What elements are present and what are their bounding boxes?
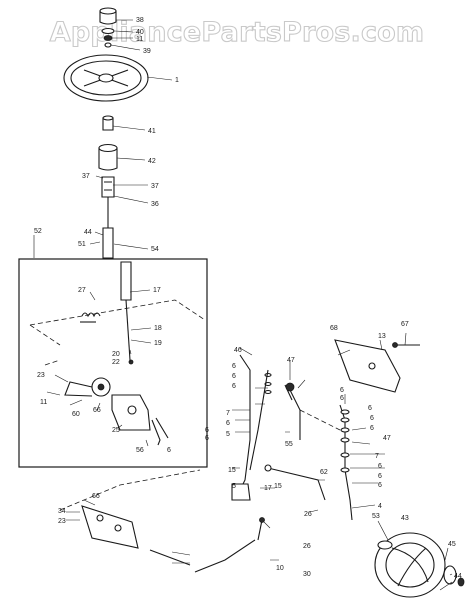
part-label: 6 <box>232 363 236 370</box>
part-label: 62 <box>320 469 328 476</box>
pitman-linkage <box>231 354 251 501</box>
part-label: 6 <box>232 383 236 390</box>
part-label: 51 <box>78 241 86 248</box>
steering-support-bracket <box>111 394 151 431</box>
part-label: 1 <box>175 77 179 84</box>
part-label: 11 <box>136 36 143 43</box>
part-label: 44 <box>84 229 92 236</box>
steering-spring <box>80 312 101 323</box>
part-label: 26 <box>303 543 311 550</box>
part-label: 6 <box>370 415 374 422</box>
part-label: 67 <box>401 321 409 328</box>
steering-gear <box>64 377 111 397</box>
part-label: 17 <box>153 287 161 294</box>
steering-nut <box>103 35 113 41</box>
part-label: 23 <box>37 372 45 379</box>
axle-bolt <box>257 517 265 541</box>
part-label: 45 <box>448 541 456 548</box>
part-label: 34 <box>58 508 66 515</box>
part-label: 25 <box>112 427 120 434</box>
part-label: 39 <box>143 48 151 55</box>
part-label: 15 <box>228 467 236 474</box>
steering-bracket-outline <box>29 299 206 326</box>
part-label: 55 <box>285 441 293 448</box>
part-label: 5 <box>232 483 236 490</box>
tie-rod <box>264 464 326 501</box>
part-label: 7 <box>226 410 230 417</box>
part-label: 53 <box>372 513 380 520</box>
part-label: 6 <box>378 473 382 480</box>
axle-support <box>334 339 401 393</box>
steering-bolt <box>104 42 112 48</box>
detail-box <box>18 258 208 468</box>
part-label: 6 <box>232 373 236 380</box>
part-label: 11 <box>40 399 47 406</box>
part-label: 6 <box>378 482 382 489</box>
part-label: 54 <box>151 246 159 253</box>
part-label: 10 <box>276 565 284 572</box>
part-label: 5 <box>226 431 230 438</box>
front-wheel <box>374 532 446 598</box>
part-label: 38 <box>136 17 144 24</box>
part-label: 26 <box>304 511 312 518</box>
part-label: 30 <box>303 571 311 578</box>
steering-shaft <box>102 197 132 361</box>
part-label: 42 <box>148 158 156 165</box>
part-label: 44 <box>454 573 462 580</box>
part-label: 68 <box>330 325 338 332</box>
part-label: 6 <box>205 427 209 434</box>
part-label: 52 <box>34 228 42 235</box>
drag-link <box>194 539 256 573</box>
part-label: 43 <box>401 515 409 522</box>
spindle-assembly <box>339 404 353 521</box>
lower-bracket <box>81 505 139 549</box>
part-label: 6 <box>205 435 209 442</box>
part-label: 15 <box>274 483 282 490</box>
pinion-arm <box>151 417 169 446</box>
part-label: 7 <box>375 453 379 460</box>
part-label: 4 <box>378 503 382 510</box>
part-label: 13 <box>378 333 386 340</box>
steering-cap <box>99 7 117 25</box>
part-label: 46 <box>234 347 242 354</box>
part-label: 66 <box>93 407 101 414</box>
steering-spindle-left <box>284 382 301 440</box>
part-label: 22 <box>112 359 120 366</box>
leader-lines <box>33 19 453 591</box>
part-label: 56 <box>136 447 144 454</box>
steering-adapter <box>102 115 114 131</box>
part-label: 18 <box>154 325 162 332</box>
part-label: 37 <box>151 183 159 190</box>
part-label: 20 <box>112 351 120 358</box>
part-label: 40 <box>136 29 144 36</box>
part-label: 27 <box>78 287 86 294</box>
part-label: 47 <box>383 435 391 442</box>
part-label: 6 <box>370 425 374 432</box>
part-label: 6 <box>378 463 382 470</box>
bushing-stack <box>249 369 272 471</box>
part-label: 6 <box>340 395 344 402</box>
steering-washer <box>101 27 115 35</box>
part-label: 60 <box>72 411 80 418</box>
part-label: 6 <box>340 387 344 394</box>
part-label: 36 <box>151 201 159 208</box>
part-label: 23 <box>58 518 66 525</box>
steering-wheel <box>63 54 149 102</box>
part-label: 6 <box>167 447 171 454</box>
part-labels: 38 40 11 39 1 41 42 37 37 36 44 51 54 52… <box>34 17 462 580</box>
part-label: 47 <box>287 357 295 364</box>
spindle-bolt <box>392 342 420 348</box>
part-label: 37 <box>82 173 90 180</box>
column-coupler <box>101 176 115 198</box>
part-label: 17 <box>264 485 272 492</box>
part-label: 41 <box>148 128 156 135</box>
part-label: 19 <box>154 340 162 347</box>
part-label: 6 <box>226 420 230 427</box>
part-label: 6 <box>368 405 372 412</box>
steering-bushing <box>98 143 118 171</box>
part-label: 66 <box>92 493 100 500</box>
